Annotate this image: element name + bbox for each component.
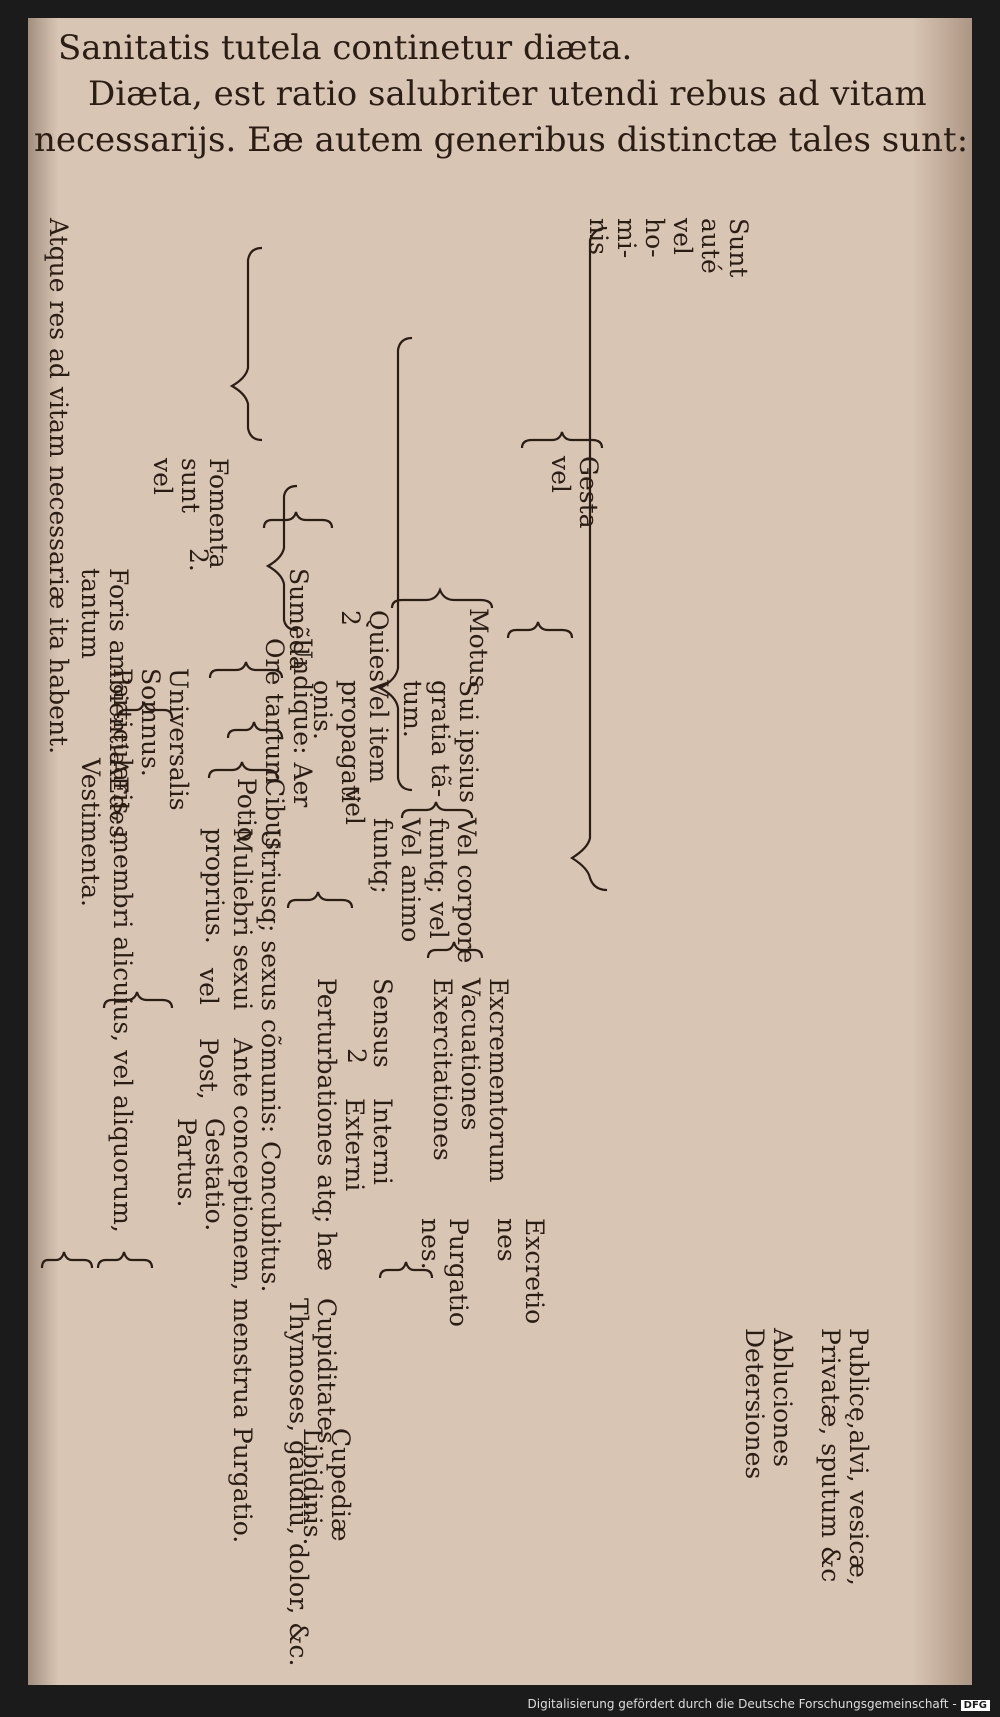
muliebri: Muliebri sexui	[228, 828, 257, 1011]
post: Post,	[194, 1038, 223, 1100]
publicae: Publicę,alvi, vesicæ,	[844, 1328, 873, 1586]
gestatio: Gestatio.	[200, 1118, 229, 1232]
footer-text: Digitalisierung gefördert durch die Deut…	[527, 1697, 957, 1711]
perturbationes: Perturbationes atq; hæ	[312, 978, 341, 1272]
brace-corpore	[207, 761, 279, 779]
excretio: Excretio	[520, 1218, 549, 1325]
purgatio-nes: nes.	[416, 1218, 445, 1270]
exercitationes: Exercitationes	[428, 978, 457, 1161]
brace-purgatio	[40, 1251, 94, 1269]
ante: Ante conceptionem, menstrua Purgatio.	[228, 1038, 257, 1544]
sui-ipsius-l3: tum.	[398, 680, 427, 738]
interni: Interni	[368, 1098, 397, 1185]
dfg-logo: DFG	[960, 1700, 990, 1711]
cibus: Cibus	[260, 778, 289, 851]
rotated-outline: Sunt auté vel ho- mi- nis Gesta vel Fome…	[40, 218, 873, 1666]
brace-foris	[116, 701, 174, 719]
sui-ipsius-l1: Sui ipsius	[454, 680, 483, 803]
mi-word: mi-	[612, 218, 641, 259]
sunt-word: Sunt	[724, 218, 753, 278]
vel-item-l1: Vel item	[364, 680, 393, 784]
ho-word: ho-	[640, 218, 669, 258]
brace-motus	[265, 484, 298, 632]
brace-lines	[40, 226, 608, 1279]
tantum-label: tantum	[76, 568, 105, 659]
header-line-3: necessarijs. Eæ autem generibus distinct…	[34, 120, 969, 160]
universalis: Universalis	[164, 668, 193, 811]
atque-line: Atque res ad vitam necessariæ ita habent…	[44, 218, 73, 755]
aedes: AEdes.	[104, 758, 133, 846]
sunt-aute: Sunt auté vel ho- mi- nis	[584, 218, 753, 278]
brace-fomenta	[229, 246, 263, 442]
header-line-2: Diæta, est ratio salubriter utendi rebus…	[88, 74, 927, 114]
vacuationes: Vacuationes	[456, 978, 485, 1131]
post-vel: vel	[194, 968, 223, 1005]
fomenta-mark: 2.	[184, 548, 213, 572]
brace-gesta	[377, 336, 413, 792]
brace-gesta-left	[520, 431, 604, 449]
aute-word: auté	[696, 218, 725, 274]
proprius: proprius.	[200, 828, 229, 944]
foris-ambientia: Foris ambientia	[104, 568, 133, 767]
vel-item-l2: propagati	[336, 680, 365, 803]
brace-excrement	[102, 991, 174, 1009]
cupediae: Cupediæ	[326, 1428, 355, 1542]
externi: Externi	[340, 1098, 369, 1192]
purgatio: Purgatio	[444, 1218, 473, 1327]
vel-animo: Vel animo	[396, 818, 425, 943]
partus: Partus.	[172, 1118, 201, 1208]
somnus: Somnus.	[136, 668, 165, 777]
header-line-1: Sanitatis tutela continetur diæta.	[58, 28, 633, 68]
digitization-footer: Digitalisierung gefördert durch die Deut…	[527, 1697, 990, 1711]
brace-sumeda	[262, 511, 334, 529]
quies-label: Quies	[364, 610, 393, 683]
brace-cibus	[226, 721, 284, 739]
vel-corpore: Vel corpore	[452, 818, 481, 964]
brace-animo	[286, 891, 354, 909]
motus-label: Motus	[464, 608, 493, 688]
sui-ipsius: Sui ipsius gratia tã- tum.	[398, 680, 483, 803]
gesta-word: Gesta	[574, 456, 603, 529]
sensus: Sensus	[368, 978, 397, 1068]
sensus-mark: 2	[342, 1048, 371, 1064]
gesta-vel-word: vel	[546, 456, 575, 493]
brace-sui	[208, 661, 284, 679]
detersiones: Detersiones	[740, 1328, 769, 1480]
brace-sunt	[569, 226, 608, 892]
nis-word: nis	[584, 218, 613, 255]
brace-propagationis	[400, 801, 474, 819]
brace-quies	[506, 621, 574, 639]
page-shadow-left	[28, 18, 58, 1685]
vel-label: vel	[340, 788, 369, 825]
gesta-vel: Gesta vel	[546, 456, 603, 529]
excrementorum: Excrementorum	[484, 978, 513, 1183]
funtq: funtq;	[368, 818, 397, 894]
nes-label: nes	[492, 1218, 521, 1262]
brace-cupiditates	[378, 1261, 434, 1279]
funtq-vel: funtq; vel	[424, 818, 453, 939]
brace-motus-left	[390, 587, 494, 609]
potio: Potio	[232, 778, 261, 842]
undique: Undique: Aer	[288, 638, 317, 808]
sui-ipsius-l2: gratia tã-	[426, 680, 455, 798]
brace-excretio	[96, 1251, 154, 1269]
privatae: Privatæ, sputum &c	[816, 1328, 845, 1583]
brace-muliebri	[426, 941, 484, 959]
thymoses: Thymoses, gaudiũ, dolor, &c.	[284, 1298, 313, 1667]
vestimenta: Vestimenta.	[76, 758, 105, 907]
ore-tantum: Ore tantum	[260, 638, 289, 785]
fomenta-vel-word: vel	[148, 458, 177, 495]
quies-mark: 2	[336, 610, 365, 626]
book-page: Sanitatis tutela continetur diæta. Diæta…	[28, 18, 972, 1685]
vel-item: Vel item propagati onis.	[308, 680, 393, 803]
vel-word: vel	[668, 218, 697, 255]
abluciones: Abluciones	[768, 1328, 797, 1467]
cupiditates: Cupiditates	[312, 1298, 341, 1444]
page-shadow-right	[912, 18, 972, 1685]
utriusq: Utriusq; sexus cõmunis: Concubitus.	[256, 828, 285, 1293]
